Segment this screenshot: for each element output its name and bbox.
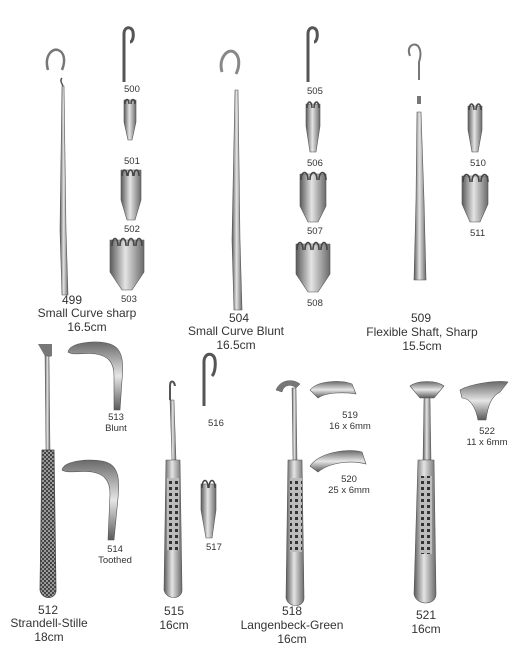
- label-521: 521: [415, 608, 437, 622]
- caption-518-size: 16cm: [277, 632, 307, 646]
- tip-501: [123, 98, 137, 141]
- label-519: 519: [342, 410, 358, 421]
- blade-514: [61, 459, 119, 541]
- note-514: Toothed: [98, 555, 132, 566]
- caption-512-size: 18cm: [34, 630, 64, 644]
- caption-521: 521 16cm: [402, 608, 450, 636]
- label-499: 499: [62, 293, 83, 307]
- caption-521-size: 16cm: [411, 622, 441, 636]
- label-504: 504: [229, 311, 250, 325]
- tip-510: [467, 103, 483, 153]
- caption-515-size: 16cm: [159, 618, 189, 632]
- blade-522: [459, 381, 509, 421]
- caption-499-size: 16.5cm: [67, 320, 107, 334]
- tip-506: [305, 101, 321, 153]
- note-519: 16 x 6mm: [329, 421, 371, 432]
- label-522: 522: [479, 426, 495, 437]
- label-514: 514: [107, 544, 123, 555]
- caption-499: Small Curve sharp 16.5cm: [12, 306, 162, 334]
- caption-504-size: 16.5cm: [216, 338, 256, 352]
- label-518: 518: [281, 604, 303, 618]
- tip-517: [200, 479, 217, 539]
- hook-504: [219, 49, 243, 311]
- caption-509: Flexible Shaft, Sharp 15.5cm: [358, 325, 486, 353]
- caption-518: 518 Langenbeck-Green 16cm: [236, 604, 348, 646]
- tip-516: [202, 352, 217, 406]
- label-502: 502: [124, 224, 140, 235]
- label-507: 507: [307, 226, 323, 237]
- label-501: 501: [124, 156, 140, 167]
- caption-513: 513 Blunt: [96, 412, 136, 434]
- caption-519: 519 16 x 6mm: [320, 410, 380, 432]
- label-509: 509: [411, 311, 432, 325]
- note-522: 11 x 6mm: [466, 437, 508, 448]
- label-508: 508: [307, 298, 323, 309]
- label-511: 511: [470, 228, 486, 239]
- tip-500: [122, 26, 135, 82]
- label-513: 513: [108, 412, 124, 423]
- label-505: 505: [307, 86, 323, 97]
- label-506: 506: [307, 158, 323, 169]
- caption-504-name: Small Curve Blunt: [187, 324, 285, 338]
- blade-519: [309, 381, 357, 399]
- tip-502: [120, 169, 142, 221]
- label-515: 515: [163, 604, 185, 618]
- caption-512-name: Strandell-Stille: [10, 616, 88, 630]
- hook-499: [45, 48, 69, 296]
- label-520: 520: [341, 474, 357, 485]
- note-520: 25 x 6mm: [328, 485, 370, 496]
- tip-507: [299, 171, 327, 223]
- label-512: 512: [38, 603, 59, 617]
- blade-513: [67, 341, 123, 411]
- hook-509: [408, 43, 427, 281]
- label-517: 517: [206, 542, 222, 553]
- tip-503: [109, 237, 145, 291]
- note-513: Blunt: [105, 423, 127, 434]
- caption-522: 522 11 x 6mm: [456, 426, 518, 448]
- label-516: 516: [208, 418, 224, 429]
- caption-509-size: 15.5cm: [402, 339, 442, 353]
- blade-520: [309, 450, 367, 473]
- retractor-518: [275, 380, 305, 606]
- caption-504: Small Curve Blunt 16.5cm: [176, 324, 296, 352]
- caption-515: 515 16cm: [150, 604, 198, 632]
- caption-520: 520 25 x 6mm: [318, 474, 380, 496]
- label-510: 510: [470, 158, 486, 169]
- caption-518-name: Langenbeck-Green: [240, 618, 344, 632]
- hook-515: [163, 380, 183, 598]
- retractor-512: [38, 344, 57, 598]
- tip-508: [295, 241, 331, 293]
- tip-511: [461, 173, 489, 223]
- caption-514: 514 Toothed: [90, 544, 140, 566]
- tip-505: [306, 26, 319, 82]
- retractor-521: [409, 381, 445, 604]
- caption-509-name: Flexible Shaft, Sharp: [366, 325, 478, 339]
- caption-499-name: Small Curve sharp: [37, 306, 137, 320]
- label-503: 503: [121, 294, 137, 305]
- caption-512: Strandell-Stille 18cm: [4, 616, 94, 644]
- label-500: 500: [124, 84, 140, 95]
